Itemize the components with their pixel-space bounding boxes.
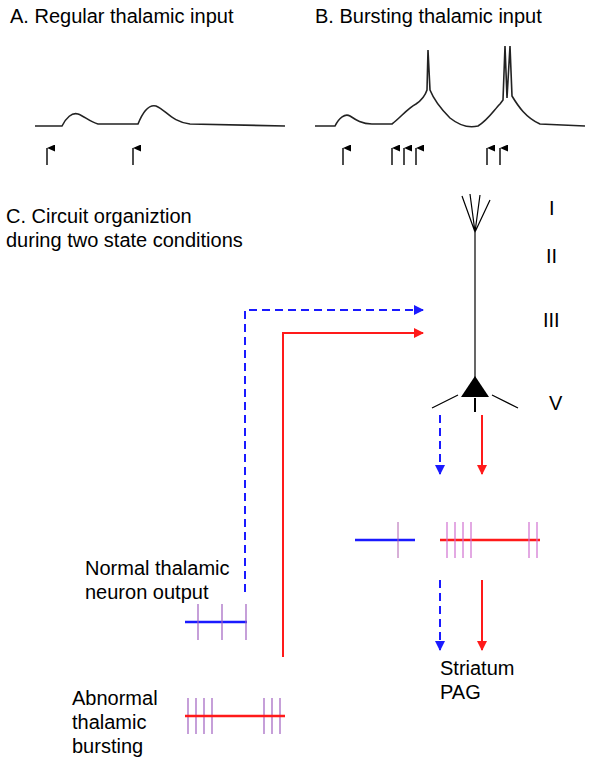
spike-tick [470, 522, 471, 558]
spike-tick [454, 522, 455, 558]
spike-tick [197, 604, 198, 640]
input-arrow [132, 148, 133, 165]
input-arrow [391, 148, 392, 165]
membrane-trace [35, 106, 285, 126]
input-arrow [342, 148, 343, 165]
panel-title: B. Bursting thalamic input [315, 4, 542, 28]
normal-output-arrow [439, 580, 441, 650]
spike-tick [462, 522, 463, 558]
layer-label: III [543, 308, 560, 332]
layer-label: V [549, 391, 562, 415]
spike-train [185, 715, 285, 718]
input-arrow [403, 148, 404, 165]
burst-output-arrow [481, 580, 483, 650]
spike-tick [398, 522, 399, 558]
input-label: Normal thalamic neuron output [85, 556, 245, 604]
spike-train [185, 621, 247, 624]
layer-label: I [549, 196, 555, 220]
spike-tick [446, 522, 447, 558]
target-label: Striatum PAG [440, 656, 530, 704]
spike-tick [245, 604, 246, 640]
input-arrow [486, 148, 487, 165]
normal-input-line [245, 310, 423, 592]
input-arrow [499, 148, 500, 165]
panel-title: C. Circuit organiztion during two state … [6, 204, 248, 252]
spike-train [355, 539, 415, 542]
input-label: Abnormal thalamic bursting [72, 686, 172, 758]
spike-tick [221, 604, 222, 640]
spike-tick [536, 522, 537, 558]
spike-tick [528, 522, 529, 558]
pyramidal-neuron [432, 194, 518, 412]
soma [461, 376, 489, 397]
burst-input-line [283, 333, 423, 657]
normal-output-arrow [439, 415, 441, 474]
spike-ticks [447, 522, 537, 558]
input-arrow [46, 148, 47, 165]
layer-label: II [546, 244, 557, 268]
spike-ticks [188, 604, 280, 734]
panel-title: A. Regular thalamic input [10, 4, 233, 28]
burst-output-arrow [481, 415, 483, 474]
membrane-trace [315, 46, 585, 127]
input-arrow [415, 148, 416, 165]
